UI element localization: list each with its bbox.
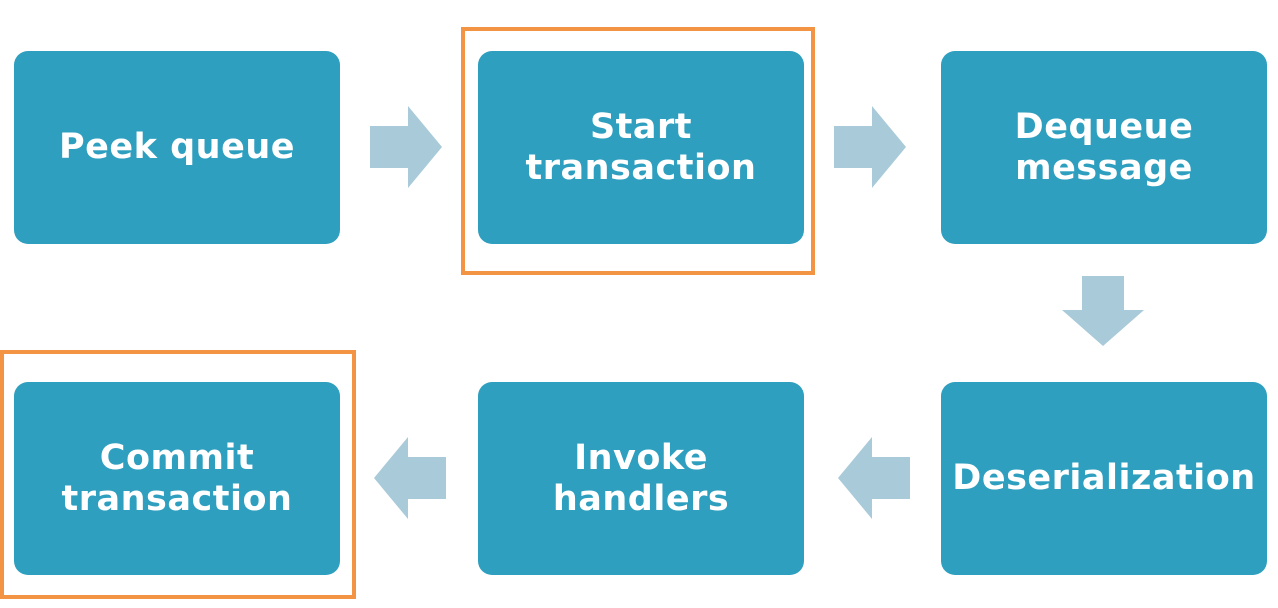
step-invoke-handlers: Invoke handlers (478, 382, 804, 575)
step-dequeue-message: Dequeue message (941, 51, 1267, 244)
step-label: Peek queue (59, 127, 295, 167)
step-label: Start transaction (525, 106, 757, 188)
highlight-frame-start-transaction (461, 27, 815, 275)
step-start-transaction: Start transaction (478, 51, 804, 244)
step-deserialization: Deserialization (941, 382, 1267, 575)
step-label: Commit transaction (61, 437, 293, 519)
step-label: Invoke handlers (552, 437, 730, 519)
step-commit-transaction: Commit transaction (14, 382, 340, 575)
step-peek-queue: Peek queue (14, 51, 340, 244)
arrow-right-icon (834, 106, 906, 188)
step-label: Dequeue message (1014, 106, 1194, 188)
arrow-right-icon (370, 106, 442, 188)
highlight-frame-commit-transaction (0, 350, 356, 599)
step-label: Deserialization (952, 458, 1256, 498)
arrow-left-icon (374, 437, 446, 519)
arrow-left-icon (838, 437, 910, 519)
arrow-down-icon (1062, 276, 1144, 346)
